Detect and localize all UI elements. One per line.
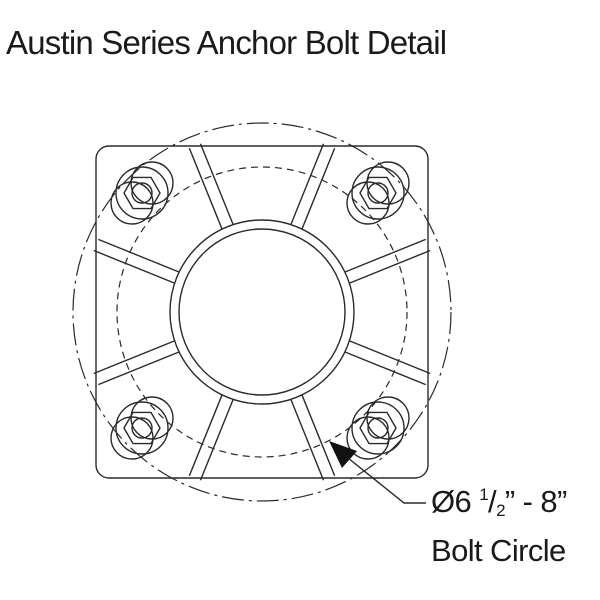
bolt-slot-end (130, 396, 174, 440)
ribs (93, 143, 431, 481)
fraction-slash: / (488, 484, 497, 519)
anchor-bolt (110, 161, 174, 225)
rib-edge (93, 249, 175, 284)
bolt-circle-label: Bolt Circle (431, 533, 566, 568)
fraction-denominator: 2 (496, 501, 505, 520)
hex-nut (359, 176, 397, 210)
bolt-slot-end (130, 161, 174, 205)
hex-nut (123, 176, 161, 210)
rib-edge (344, 351, 427, 386)
bolt-slot-end (346, 416, 390, 460)
bolt-shaft (367, 182, 389, 204)
washer (351, 401, 405, 455)
rib-edge (93, 340, 175, 375)
inch-mark: ” (504, 484, 515, 519)
bolt-shaft (131, 182, 153, 204)
rib-edge (97, 351, 180, 386)
pole-bore (178, 228, 346, 396)
rib-edge (290, 399, 325, 481)
rib-edge (290, 143, 325, 225)
bolt-slot-end (366, 396, 410, 440)
anchor-bolt (346, 396, 410, 460)
bolt-shaft (131, 417, 153, 439)
hex-nut (123, 411, 161, 445)
dimension-whole: 6 (454, 484, 472, 519)
collar-ring (169, 219, 355, 405)
bolt-slot-end (366, 161, 410, 205)
rib-edge (199, 143, 234, 225)
leader-arrowhead (329, 441, 357, 468)
rib-edge (188, 147, 223, 230)
rib-edge (97, 238, 180, 273)
bolt-slot-end (110, 181, 154, 225)
rib-edge (349, 340, 431, 375)
rib-edge (301, 147, 336, 230)
hex-nut (359, 411, 397, 445)
anchor-bolt (110, 396, 174, 460)
diagram-title: Austin Series Anchor Bolt Detail (6, 24, 447, 61)
anchor-bolt (346, 161, 410, 225)
base-plate (95, 145, 429, 479)
diameter-symbol: Ø (431, 484, 455, 519)
bolt-slot-end (346, 181, 390, 225)
bolt-slot-end (110, 416, 154, 460)
rib-edge (344, 238, 427, 273)
rib-edge (199, 399, 234, 481)
bolt-circle-max (72, 122, 452, 502)
leader-line (347, 457, 426, 504)
rib-edge (349, 249, 431, 284)
bolt-shaft (367, 417, 389, 439)
washer (115, 166, 169, 220)
range-separator: - (514, 484, 541, 519)
bolt-circle-min (116, 166, 408, 458)
dimension-max: 8” (540, 484, 567, 519)
bolt-circle-dimension: Ø6 1/2” - 8” (431, 484, 567, 520)
rib-edge (188, 394, 223, 477)
washer (351, 166, 405, 220)
bolts (110, 161, 410, 460)
washer (115, 401, 169, 455)
rib-edge (301, 394, 336, 477)
fraction-numerator: 1 (479, 485, 489, 504)
